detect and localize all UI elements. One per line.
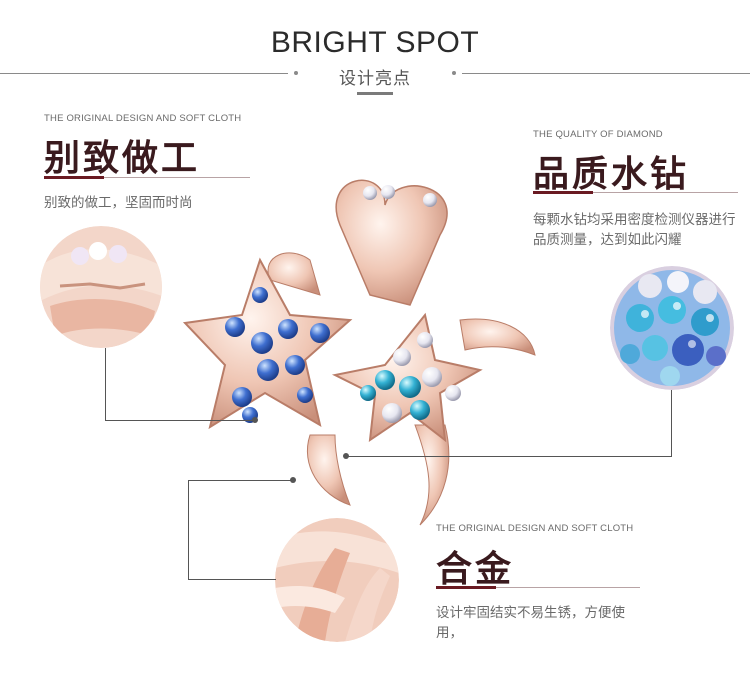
- feature-3-title: 合金: [436, 549, 515, 590]
- feature-1-detail-circle: [40, 226, 162, 348]
- page-subtitle: 设计亮点: [339, 69, 411, 89]
- header-dot-right: [452, 71, 456, 75]
- feature-3-eyebrow: THE ORIGINAL DESIGN AND SOFT CLOTH: [436, 523, 634, 534]
- feature-2-rule: [593, 192, 738, 193]
- header-underbar: [357, 92, 393, 95]
- feature-3-desc: 设计牢固结实不易生锈，方便使用，: [436, 605, 625, 641]
- feature-2-detail-circle: [610, 266, 734, 390]
- feature-2-accent-bar: [533, 191, 593, 194]
- connector-feature-1-anchor: [252, 417, 258, 423]
- connector-feature-3-anchor: [290, 477, 296, 483]
- feature-3-accent-bar: [436, 586, 496, 589]
- page-title: BRIGHT SPOT: [270, 26, 480, 59]
- feature-2-desc: 每颗水钻均采用密度检测仪器进行品质测量，达到如此闪耀: [533, 212, 736, 248]
- connector-feature-1: [105, 348, 256, 421]
- feature-1-rule: [104, 177, 250, 178]
- connector-feature-2: [346, 390, 672, 457]
- connector-feature-2-anchor: [343, 453, 349, 459]
- feature-3-rule: [496, 587, 640, 588]
- header-dot-left: [294, 71, 298, 75]
- connector-feature-3: [188, 480, 276, 580]
- hair-clip-product-image: [182, 179, 536, 526]
- header-rule-right: [462, 73, 750, 74]
- feature-1-eyebrow: THE ORIGINAL DESIGN AND SOFT CLOTH: [44, 113, 242, 124]
- feature-2-title: 品质水钻: [533, 154, 690, 195]
- feature-3-detail-circle: [275, 518, 399, 642]
- feature-1-accent-bar: [44, 176, 104, 179]
- header-rule-left: [0, 73, 288, 74]
- feature-1-title: 别致做工: [44, 138, 201, 179]
- feature-1-desc: 别致的做工，坚固而时尚: [44, 195, 193, 211]
- connector-feature-3-top: [188, 480, 293, 481]
- feature-2-eyebrow: THE QUALITY OF DIAMOND: [533, 129, 663, 140]
